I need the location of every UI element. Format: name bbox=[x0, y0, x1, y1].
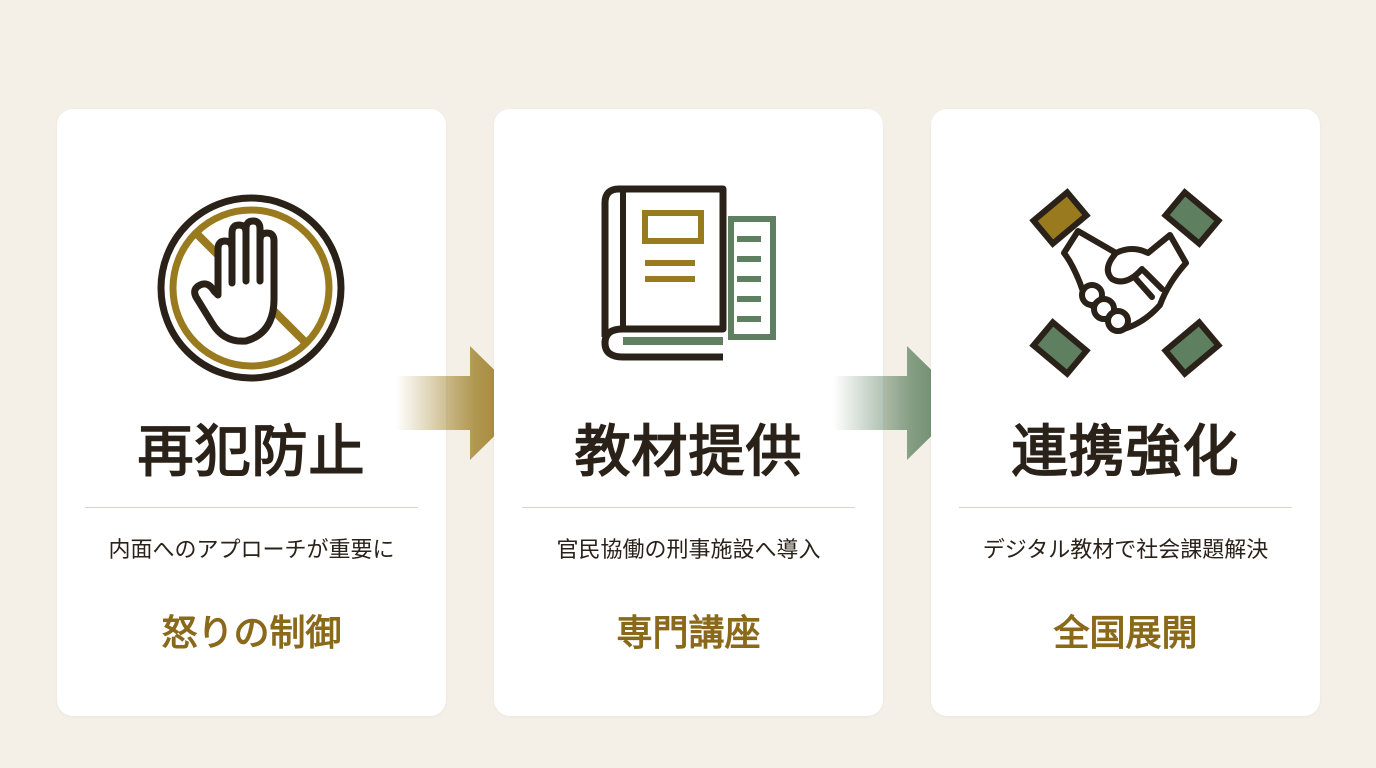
step-description: デジタル教材で社会課題解決 bbox=[982, 538, 1269, 563]
step-card-3: 連携強化 デジタル教材で社会課題解決 全国展開 bbox=[931, 109, 1320, 716]
step-title: 教材提供 bbox=[574, 419, 803, 485]
divider bbox=[85, 507, 418, 508]
step-title: 再犯防止 bbox=[137, 419, 366, 485]
step-description: 官民協働の刑事施設へ導入 bbox=[556, 538, 821, 563]
handshake-icon bbox=[1020, 183, 1231, 394]
step-description: 内面へのアプローチが重要に bbox=[108, 538, 395, 563]
step-title: 連携強化 bbox=[1011, 419, 1240, 485]
step-keyword: 怒りの制御 bbox=[161, 613, 342, 654]
step-card-2: 教材提供 官民協働の刑事施設へ導入 専門講座 bbox=[494, 109, 883, 716]
divider bbox=[522, 507, 855, 508]
book-icon bbox=[583, 183, 794, 394]
stop-hand-icon bbox=[146, 183, 357, 394]
step-keyword: 専門講座 bbox=[616, 613, 761, 654]
divider bbox=[959, 507, 1292, 508]
step-card-1: 再犯防止 内面へのアプローチが重要に 怒りの制御 bbox=[57, 109, 446, 716]
step-keyword: 全国展開 bbox=[1053, 613, 1198, 654]
